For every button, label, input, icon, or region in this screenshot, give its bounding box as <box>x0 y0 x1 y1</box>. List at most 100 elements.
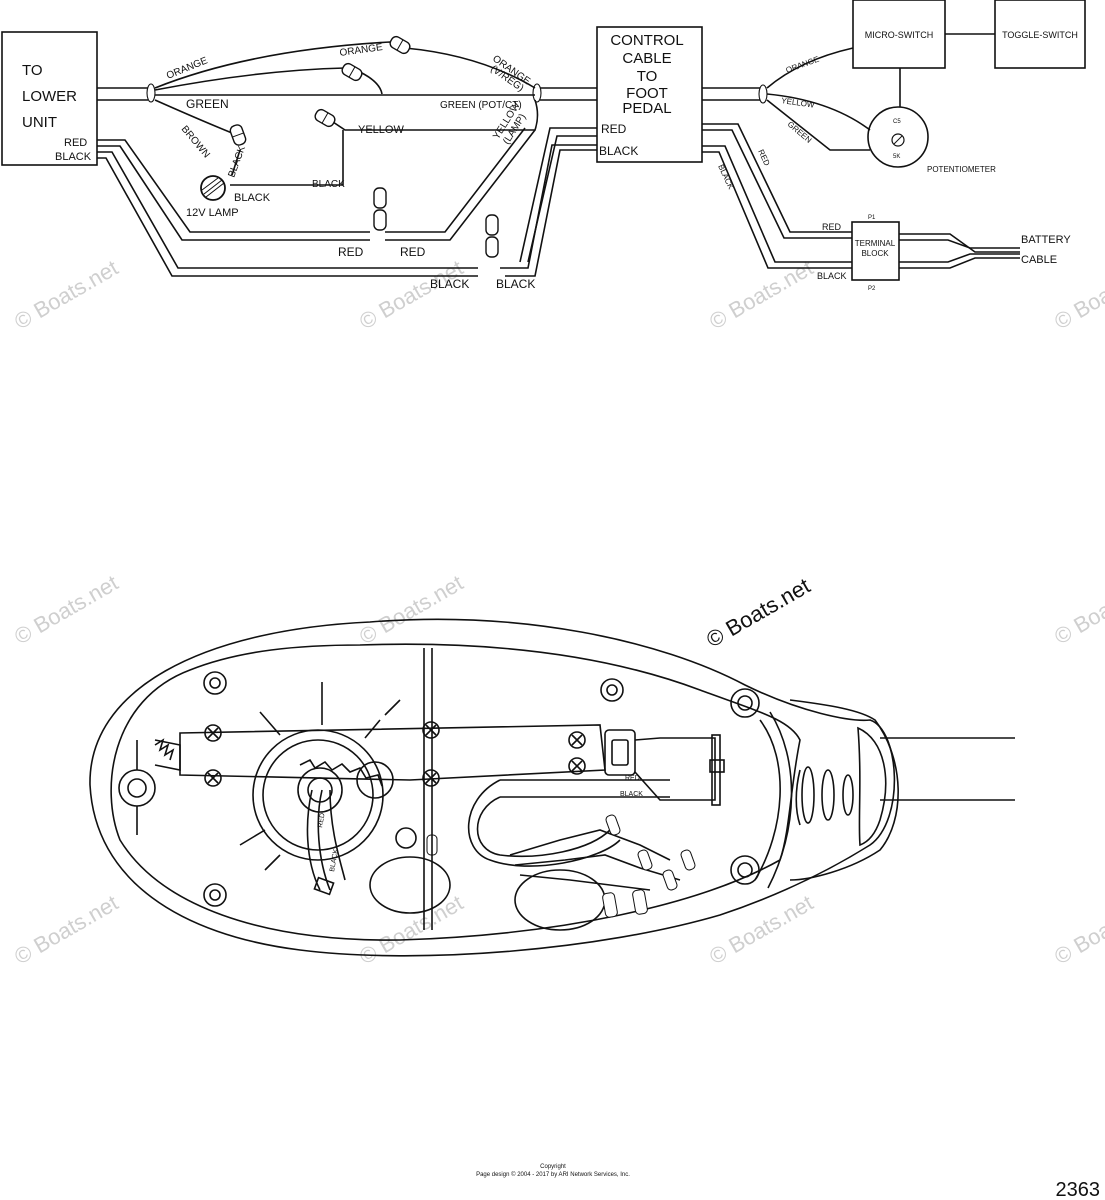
wire-label-black-lamp-2: BLACK <box>234 192 271 204</box>
battery-cable-line2: CABLE <box>1021 254 1057 266</box>
watermark: © Boats.net <box>1050 570 1105 649</box>
bullet-connector <box>389 35 411 55</box>
black-harness <box>97 151 478 269</box>
terminal-p2-label: P2 <box>868 286 876 292</box>
wire-label-black-yellow: BLACK <box>312 179 345 190</box>
control-cable-line1: CONTROL <box>610 32 683 49</box>
figure-number: 2363 <box>1056 1179 1101 1200</box>
micro-switch-label: MICRO-SWITCH <box>865 30 934 40</box>
lower-unit-box <box>1 31 98 166</box>
switch-connector-inner <box>611 739 629 766</box>
bracket-rack-teeth <box>154 738 175 761</box>
center-lobe <box>369 856 451 914</box>
watermark: © Boats.net <box>355 255 467 334</box>
wire-label-red-1: RED <box>338 245 364 259</box>
lamp-icon <box>200 175 226 201</box>
mount-screw <box>600 678 624 702</box>
bracket-screw <box>568 757 586 775</box>
bracket-screw <box>568 731 586 749</box>
harness-connector <box>602 892 618 918</box>
orange-wire <box>154 41 536 89</box>
shaft-tube <box>880 737 1015 801</box>
right-label-yellow: YELLOW <box>781 96 816 110</box>
wire-label-black-1: BLACK <box>430 277 469 291</box>
control-cable-line3: TO <box>637 68 658 85</box>
control-cable-line4: FOOT <box>626 85 668 102</box>
terminal-block-line2: BLOCK <box>861 249 889 258</box>
brown-wire <box>154 99 233 134</box>
wire-label-black-lamp-1: BLACK <box>226 144 248 179</box>
black-to-cable <box>505 149 597 277</box>
lamp-label: 12V LAMP <box>186 207 239 219</box>
right-label-red-tb: RED <box>822 222 842 232</box>
housing-black-label: BLACK <box>620 791 643 798</box>
control-cable-line5: PEDAL <box>622 100 671 117</box>
wire-label-orange-left: ORANGE <box>165 55 210 82</box>
bullet-connector <box>341 62 363 82</box>
housing-inner-shell <box>110 643 801 941</box>
red-to-cable <box>527 135 597 263</box>
bracket-screw <box>422 769 440 787</box>
gear-shaft <box>297 767 343 813</box>
battery-cable-wire <box>899 257 1020 269</box>
orange-left-wire <box>154 67 346 91</box>
harness-wires <box>519 874 651 891</box>
bullet-connector <box>314 108 336 128</box>
watermarks: © Boats.net © Boats.net © Boats.net © Bo… <box>10 255 1105 969</box>
nose-cap <box>857 726 887 847</box>
gear-housing-inner <box>262 739 374 851</box>
copyright-line-1: Copyright <box>540 1164 566 1170</box>
wire-label-green-pot: GREEN (POT/CT) <box>440 100 522 111</box>
cable-tie <box>711 734 721 806</box>
shell-seam <box>767 711 793 889</box>
lower-unit-label-line1: TO <box>22 62 43 79</box>
toggle-switch-label: TOGGLE-SWITCH <box>1002 30 1078 40</box>
bracket-rack <box>154 739 181 771</box>
bullet-connector <box>373 187 387 231</box>
watermark: © Boats.net <box>705 890 817 969</box>
bracket-screw <box>204 769 222 787</box>
battery-cable-wire <box>899 233 1020 253</box>
bracket-screw <box>204 724 222 742</box>
lead-clamp <box>313 876 335 896</box>
black-lamp-wire <box>231 149 241 176</box>
terminal-block-line1: TERMINAL <box>855 239 896 248</box>
center-post <box>423 648 433 930</box>
lower-unit-red-label: RED <box>64 137 87 149</box>
battery-cable-wire <box>899 239 1020 249</box>
harness-connector <box>637 849 653 871</box>
yellow-right-wire <box>766 93 871 131</box>
harness-connector <box>632 889 648 915</box>
harness-loop <box>476 796 611 858</box>
switch-connector <box>604 729 636 776</box>
watermark: © Boats.net <box>1050 255 1105 334</box>
right-label-red-diag: RED <box>756 148 771 167</box>
nose-slot <box>821 769 835 821</box>
watermark: © Boats.net <box>1050 890 1105 969</box>
potentiometer-label: POTENTIOMETER <box>927 165 996 174</box>
bullet-connector <box>229 124 247 146</box>
mount-screw <box>203 883 227 907</box>
cable-tie-head <box>709 759 725 773</box>
black-tb-wire <box>702 151 852 269</box>
control-cable-box <box>596 26 703 163</box>
harness-clamp <box>758 84 768 104</box>
connector-cable <box>634 737 716 801</box>
pot-value-label: 5K <box>893 154 900 160</box>
housing-outer-shell <box>89 618 896 957</box>
nose-slot <box>842 774 854 816</box>
harness-loop <box>467 779 621 867</box>
red-harness <box>97 145 370 241</box>
wire-label-red-2: RED <box>400 245 426 259</box>
harness-clamp <box>532 83 542 103</box>
nose-cone <box>789 699 899 881</box>
housing-wire-black: BLACK <box>329 848 340 872</box>
black-harness <box>97 157 478 277</box>
harness-clamp <box>146 83 156 103</box>
spoke <box>239 682 401 871</box>
housing-red-label: RED <box>625 775 640 782</box>
watermark: © Boats.net <box>355 570 467 649</box>
harness-connector <box>680 849 696 871</box>
mount-screw <box>203 671 227 695</box>
black-to-cable <box>500 144 597 269</box>
